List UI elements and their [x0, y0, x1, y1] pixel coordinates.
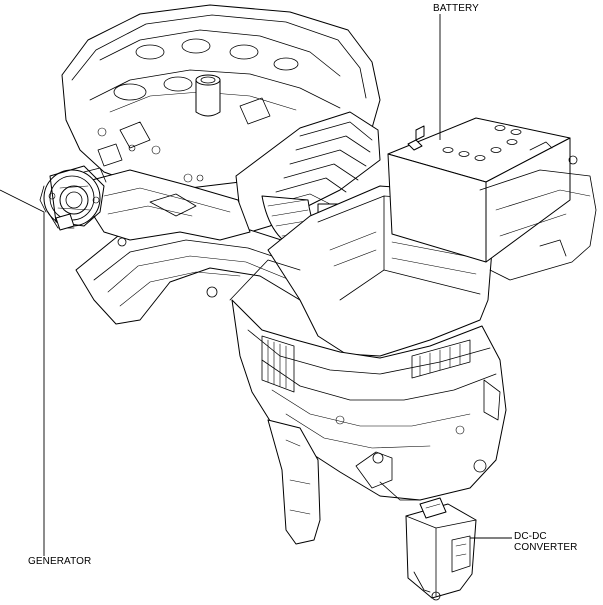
drive-shaft	[267, 419, 321, 545]
generator-leader	[0, 189, 45, 556]
battery	[387, 117, 597, 281]
battery-label: BATTERY	[433, 3, 479, 14]
dcdc-converter-label: DC-DC CONVERTER	[514, 531, 578, 553]
transmission	[231, 299, 507, 501]
dcdc-label-line2: CONVERTER	[514, 542, 578, 553]
dcdc-label-line1: DC-DC	[514, 531, 547, 542]
generator-label: GENERATOR	[28, 556, 92, 567]
leader-lines	[0, 14, 512, 556]
dc-dc-converter	[405, 497, 477, 601]
engine-side	[89, 169, 251, 247]
generator	[39, 165, 107, 231]
